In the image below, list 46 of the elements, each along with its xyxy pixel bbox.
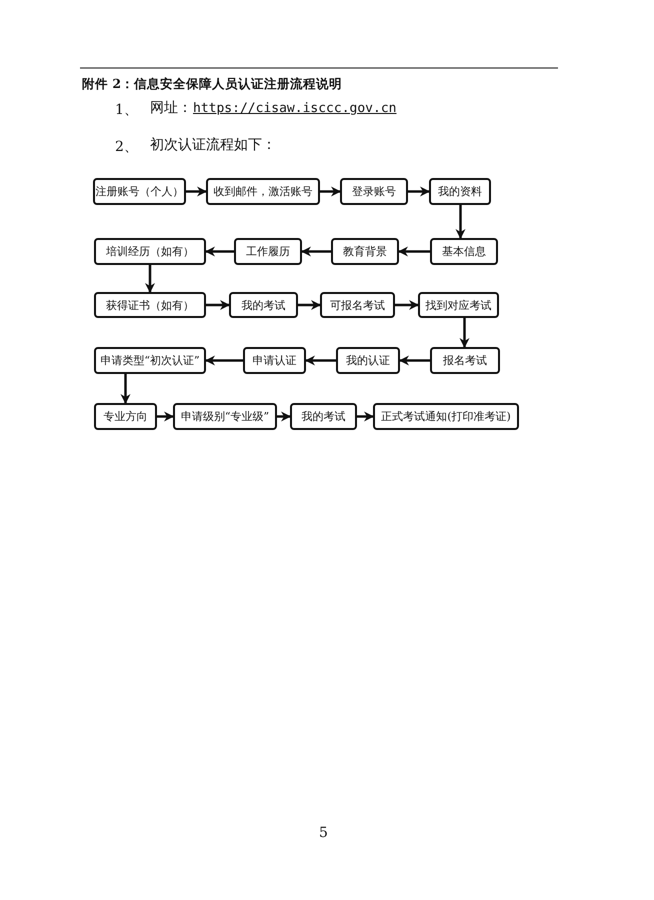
process-box: 获得证书（如有） [94,292,206,318]
arrow [157,412,174,422]
arrow [277,412,291,422]
arrow [456,205,466,239]
arrow [186,186,207,196]
arrow [298,300,321,310]
url-link: https://cisaw.isccc.gov.cn [193,101,396,116]
arrow [145,265,155,293]
list-number: 2、 [115,138,138,156]
arrow [305,356,336,366]
process-box: 正式考试通知(打印准考证) [373,403,519,430]
title: 附件 2：信息安全保障人员认证注册流程说明 [82,76,342,93]
process-box: 登录账号 [340,178,408,205]
process-box: 申请认证 [243,347,306,374]
process-box: 工作履历 [234,238,302,265]
process-box: 专业方向 [94,403,157,430]
process-box: 报名考试 [430,347,500,374]
process-box: 找到对应考试 [418,292,499,318]
arrow [357,412,374,422]
arrow [320,186,341,196]
list-number: 1、 [115,101,138,119]
process-box: 申请级别“专业级” [173,403,277,430]
arrow [395,300,419,310]
process-box: 收到邮件，激活账号 [206,178,320,205]
arrow [206,300,230,310]
process-box: 我的考试 [290,403,357,430]
intro-text: 初次认证流程如下： [150,136,276,154]
process-box: 我的认证 [336,347,400,374]
process-box: 培训经历（如有） [94,238,206,265]
arrow [460,318,470,348]
url-label: 网址： [150,99,192,117]
process-box: 可报名考试 [320,292,395,318]
page-number: 5 [319,825,328,841]
arrow [120,374,130,404]
arrow [205,246,234,256]
arrow [205,356,243,366]
arrow [399,356,430,366]
arrow [408,186,430,196]
arrow [398,246,430,256]
process-box: 我的资料 [429,178,491,205]
process-box: 我的考试 [229,292,298,318]
process-box: 基本信息 [430,238,498,265]
process-box: 申请类型“初次认证” [94,347,206,374]
arrow [301,246,331,256]
process-box: 注册账号（个人） [93,178,186,205]
process-box: 教育背景 [331,238,399,265]
